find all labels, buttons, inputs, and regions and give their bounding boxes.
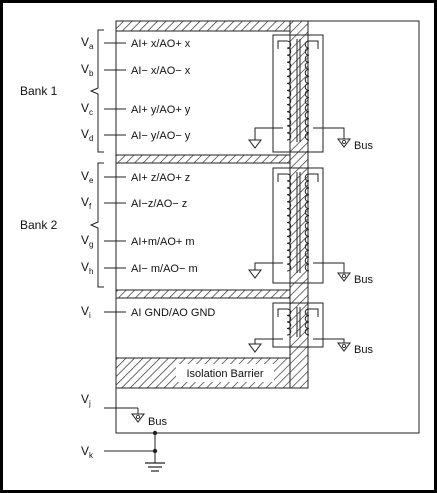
bus-label: Bus	[354, 274, 373, 286]
isolation-hatching	[115, 20, 309, 389]
bus-label: Bus	[148, 416, 167, 428]
transformer	[272, 302, 324, 348]
transformer-box	[272, 167, 324, 284]
transformer	[272, 34, 324, 153]
ground-pair: Bus	[248, 127, 373, 152]
transformer-coil	[304, 173, 310, 272]
channel-sub: k	[89, 451, 94, 460]
channel-sub: c	[89, 108, 93, 117]
channel-v: V	[81, 127, 89, 141]
signal-label-b: AI− x/AO− x	[131, 65, 191, 77]
ground-pair: Bus	[248, 338, 373, 356]
channel-label-h: Vh	[81, 260, 93, 276]
channel-label-a: Va	[81, 35, 94, 51]
channel-v: V	[81, 169, 89, 183]
channel-v: V	[81, 195, 89, 209]
ground-pair-vj: Bus	[131, 413, 167, 428]
signal-label-f: AI−z/AO− z	[131, 198, 187, 210]
transformer-coil	[286, 173, 292, 272]
bank2-brace	[89, 162, 104, 288]
channel-sub: h	[89, 267, 93, 276]
signal-label-c: AI+ y/AO+ y	[131, 104, 191, 116]
channel-sub: j	[88, 399, 91, 408]
channel-v: V	[81, 392, 89, 406]
channel-label-c: Vc	[81, 101, 93, 117]
channel-label-d: Vd	[81, 127, 93, 143]
transformer-coil	[286, 308, 292, 336]
channel-v: V	[81, 444, 89, 458]
channel-v: V	[81, 62, 89, 76]
signal-label-h: AI− m/AO− m	[131, 263, 198, 275]
channel-label-j: Vj	[81, 392, 91, 408]
transformer-box	[272, 34, 324, 153]
transformer-coil	[286, 40, 292, 141]
bank2-label: Bank 2	[20, 218, 58, 232]
channel-sub: f	[89, 202, 92, 211]
channel-v: V	[81, 35, 89, 49]
isolation-label-bg	[176, 364, 274, 382]
signal-label-d: AI− y/AO− y	[131, 130, 191, 142]
channel-v: V	[81, 101, 89, 115]
channel-sub: b	[89, 69, 94, 78]
ground-symbol	[248, 269, 262, 279]
channel-sub: d	[89, 134, 93, 143]
bus-label: Bus	[354, 140, 373, 152]
transformer-coil	[304, 308, 310, 336]
channel-label-f: Vf	[81, 195, 92, 211]
signal-label-g: AI+m/AO+ m	[131, 236, 195, 248]
ground-pair: Bus	[248, 262, 373, 286]
channel-sub: a	[89, 42, 94, 51]
node-dot	[152, 430, 158, 436]
channel-label-g: Vg	[81, 233, 93, 249]
ground-symbol	[248, 139, 262, 149]
channel-label-e: Ve	[81, 169, 94, 185]
channel-sub: e	[89, 176, 94, 185]
signal-label-e: AI+ z/AO+ z	[131, 172, 190, 184]
channel-sub: i	[89, 311, 91, 320]
bank1-brace	[89, 29, 104, 153]
isolation-barrier-label: Isolation Barrier	[186, 368, 263, 380]
ground-symbol	[248, 343, 262, 353]
bus-label: Bus	[354, 344, 373, 356]
channel-v: V	[81, 304, 89, 318]
channel-v: V	[81, 260, 89, 274]
transformer	[272, 167, 324, 284]
channel-label-b: Vb	[81, 62, 94, 78]
transformer-list	[272, 34, 324, 348]
transformer-coil	[304, 40, 310, 141]
channel-label-k: Vk	[81, 444, 94, 460]
signal-label-i: AI GND/AO GND	[131, 307, 215, 319]
channel-v: V	[81, 233, 89, 247]
channel-list: Va AI+ x/AO+ x Vb AI− x/AO− x Vc AI+ y/AO+ y V…	[81, 35, 215, 460]
channel-sub: g	[89, 240, 93, 249]
channel-label-i: Vi	[81, 304, 91, 320]
transformer-box	[272, 302, 324, 348]
external-wiring	[104, 407, 165, 472]
node-dot	[152, 448, 158, 454]
bank1-label: Bank 1	[20, 84, 58, 98]
signal-label-a: AI+ x/AO+ x	[131, 38, 191, 50]
